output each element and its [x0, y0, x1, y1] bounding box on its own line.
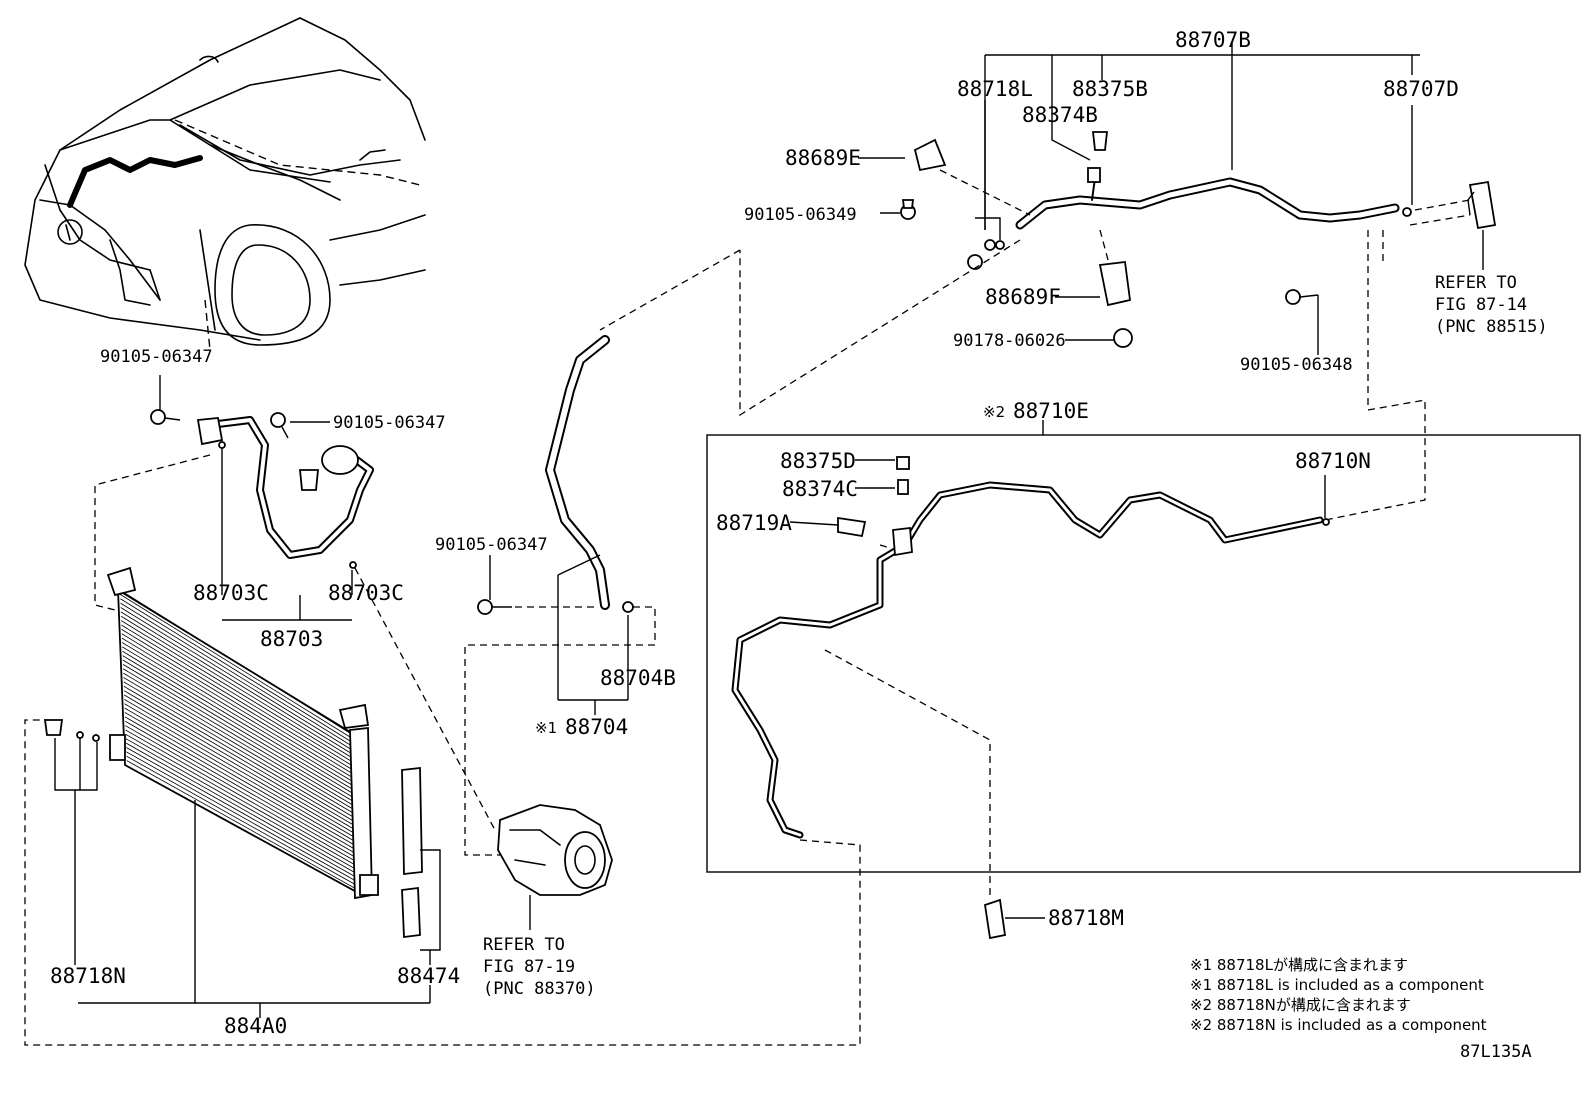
refer-a-line2: FIG 87-14 — [1435, 295, 1527, 315]
label-88707D: 88707D — [1383, 77, 1459, 101]
condenser-fin — [123, 694, 358, 832]
condenser-fin — [121, 633, 355, 776]
figure-code: 87L135A — [1460, 1042, 1532, 1062]
condenser-fin — [119, 589, 354, 736]
condenser-fin — [122, 668, 357, 808]
condenser-fin — [120, 598, 354, 744]
label-88474: 88474 — [397, 964, 460, 988]
label-90105-06347-a: 90105-06347 — [100, 347, 213, 367]
label-90105-06347-b: 90105-06347 — [333, 413, 446, 433]
label-90105-06347-c: 90105-06347 — [435, 535, 548, 555]
label-88704B: 88704B — [600, 666, 676, 690]
condenser-fin — [124, 703, 358, 840]
label-88718L: 88718L — [957, 77, 1033, 101]
condenser-fin — [125, 738, 360, 872]
note-2-jp: ※2 88718Nが構成に含まれます — [1190, 996, 1411, 1014]
condenser-fin — [122, 659, 357, 800]
label-88689E: 88689E — [785, 146, 861, 170]
refer-a-line1: REFER TO — [1435, 273, 1517, 293]
condenser-fin — [125, 734, 359, 868]
label-884A0: 884A0 — [224, 1014, 287, 1038]
label-88375B: 88375B — [1072, 77, 1148, 101]
label-88703C-a: 88703C — [193, 581, 269, 605]
condenser-fin — [121, 642, 356, 784]
compressor-illustration — [497, 804, 613, 930]
assembly-88704 — [464, 335, 656, 856]
label-88707B: 88707B — [1175, 28, 1251, 52]
condenser-fin — [123, 690, 358, 828]
condenser-fin — [122, 655, 356, 796]
condenser-fin — [122, 646, 356, 788]
condenser-fin — [122, 664, 357, 804]
note-1-jp: ※1 88718Lが構成に含まれます — [1190, 956, 1408, 974]
label-88710E: 88710E — [1013, 399, 1089, 423]
assembly-88710E-box — [24, 420, 1581, 1046]
label-88718M: 88718M — [1048, 906, 1124, 930]
condenser-fin — [119, 594, 354, 740]
condenser-fin — [124, 716, 359, 852]
condenser-fin — [120, 607, 354, 752]
refer-b-line2: FIG 87-19 — [483, 957, 575, 977]
label-88704: 88704 — [565, 715, 628, 739]
mark-2: ※2 — [983, 403, 1005, 421]
label-90105-06349: 90105-06349 — [744, 205, 857, 225]
condenser-fin — [120, 611, 355, 756]
condenser-fin — [123, 672, 357, 812]
condenser-fin — [124, 712, 359, 848]
label-88718N: 88718N — [50, 964, 126, 988]
label-88703: 88703 — [260, 627, 323, 651]
label-88375D: 88375D — [780, 449, 856, 473]
mark-1: ※1 — [535, 719, 557, 737]
condenser-fin — [124, 699, 358, 836]
condenser-fin — [121, 629, 355, 772]
condenser-fin — [126, 747, 360, 880]
condenser-fin — [124, 707, 358, 844]
condenser-fin — [120, 615, 355, 760]
condenser-fin — [126, 760, 361, 892]
condenser-fin — [121, 620, 355, 764]
refer-b-line3: (PNC 88370) — [483, 979, 596, 999]
label-88703C-b: 88703C — [328, 581, 404, 605]
vehicle-illustration — [24, 17, 426, 351]
condenser-fin — [122, 650, 356, 792]
condenser-fin — [125, 742, 360, 876]
condenser-illustration — [43, 566, 441, 1018]
condenser-fin — [121, 637, 356, 780]
note-1-en: ※1 88718L is included as a component — [1190, 976, 1484, 994]
refer-b-line1: REFER TO — [483, 935, 565, 955]
condenser-fin — [121, 624, 355, 768]
condenser-fin — [123, 681, 357, 820]
condenser-fin — [125, 729, 359, 864]
label-88374C: 88374C — [782, 477, 858, 501]
assembly-88707B — [599, 42, 1497, 521]
label-88719A: 88719A — [716, 511, 792, 535]
label-88710N: 88710N — [1295, 449, 1371, 473]
note-2-en: ※2 88718N is included as a component — [1190, 1016, 1487, 1034]
label-90105-06348: 90105-06348 — [1240, 355, 1353, 375]
label-90178-06026: 90178-06026 — [953, 331, 1066, 351]
label-88689F: 88689F — [985, 285, 1061, 309]
condenser-fin — [123, 685, 358, 824]
refer-a-line3: (PNC 88515) — [1435, 317, 1548, 337]
condenser-fin — [126, 751, 360, 884]
condenser-fin — [125, 725, 359, 860]
condenser-fin — [123, 677, 357, 816]
condenser-fin — [125, 720, 359, 856]
label-88374B: 88374B — [1022, 103, 1098, 127]
assembly-88703 — [94, 375, 496, 831]
condenser-fin — [126, 755, 360, 888]
condenser-fin — [120, 602, 354, 748]
